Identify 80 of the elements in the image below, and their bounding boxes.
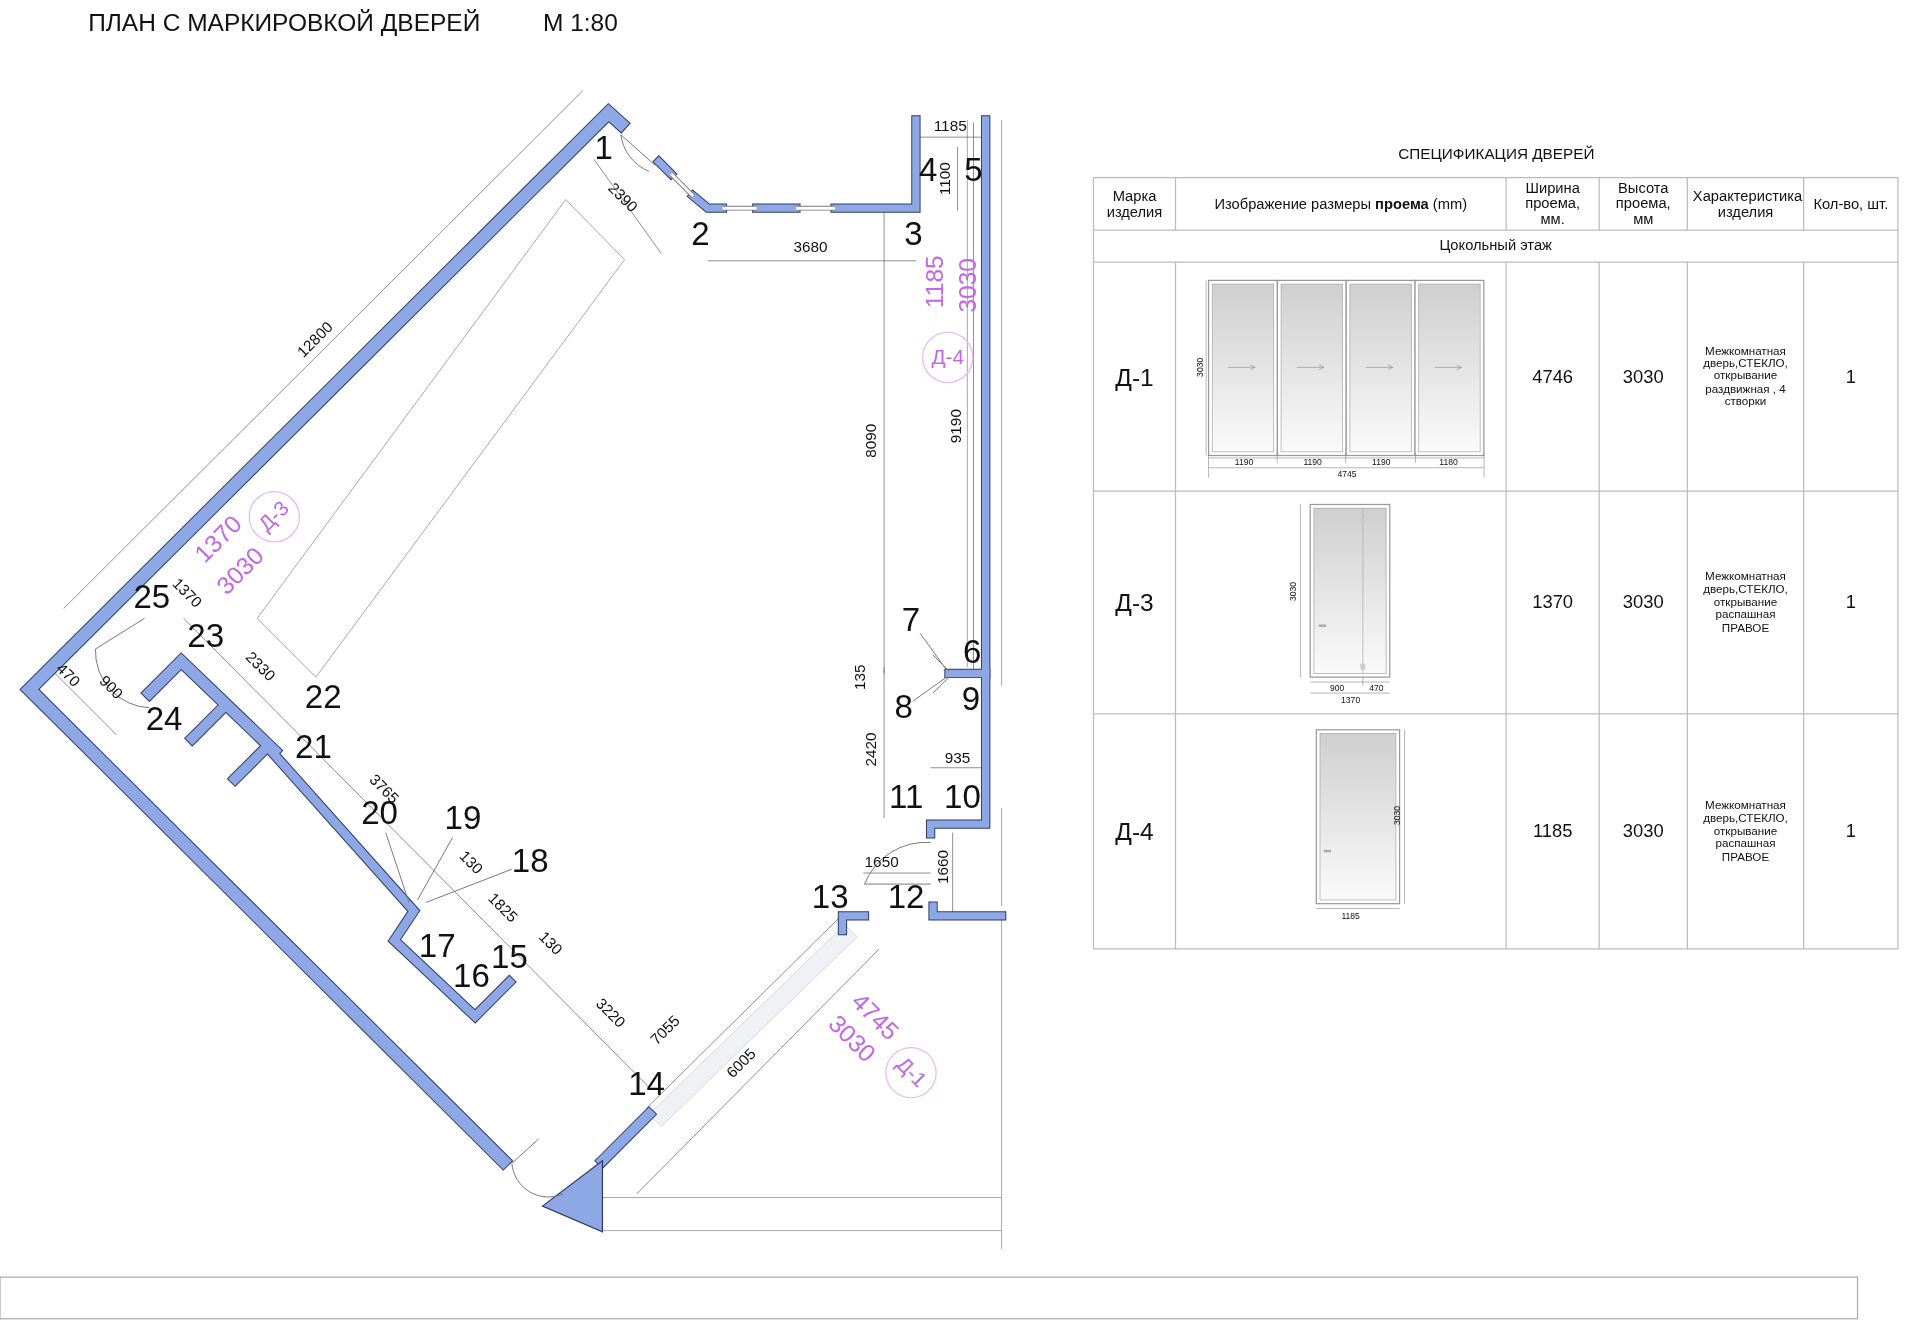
drawing-dimension: 470 (1369, 683, 1384, 693)
callout-number: 23 (187, 618, 225, 655)
callout-number: 25 (133, 579, 171, 616)
dimension-text: 130 (455, 848, 486, 879)
description-text: Межкомнатная дверь,СТЕКЛО, открывание раздвижная , 4 створки (1702, 344, 1789, 409)
callout-number: 6 (963, 634, 982, 671)
dimension-text: 470 (52, 660, 83, 691)
section-heading: Цокольный этаж (1439, 238, 1552, 255)
drawing-dimension: 900 (1330, 683, 1345, 693)
quantity-value: 1 (1845, 366, 1856, 387)
callout-number: 18 (511, 843, 549, 881)
table-value: 1185 (1532, 821, 1573, 842)
callout-number: 11 (888, 780, 924, 817)
drawing-dimension: 1180 (1439, 458, 1458, 468)
table-value: 3030 (1622, 366, 1664, 387)
leader-line (385, 832, 410, 903)
column-header: Кол-во, шт. (1812, 195, 1890, 212)
leader-line (919, 633, 947, 671)
callout-number: 24 (145, 701, 183, 739)
quantity-value: 1 (1845, 592, 1856, 613)
table-value: 3030 (1622, 592, 1664, 613)
door-mark: Д-1 (1115, 363, 1154, 390)
dimension-text: 900 (95, 673, 126, 704)
column-header: Ширина проема, мм. (1524, 179, 1582, 229)
plan-title: ПЛАН С МАРКИРОВКОЙ ДВЕРЕЙ (88, 8, 481, 36)
drawing-dimension: 1370 (1341, 695, 1361, 706)
drawing-dimension: 1190 (1372, 458, 1391, 468)
drawing-dimension: 4745 (1337, 469, 1357, 479)
callout-number: 12 (887, 879, 925, 916)
callout-number: 16 (453, 958, 490, 996)
dimension-text: 3680 (793, 240, 828, 257)
drawing-dimension: 3030 (1392, 805, 1402, 826)
door-mark: Д-3 (1115, 589, 1154, 616)
table-value: 3030 (1622, 821, 1664, 842)
table-value: 4746 (1532, 366, 1574, 387)
dimension-text: 935 (944, 750, 971, 768)
door-size-text: 1185 (920, 255, 948, 308)
callout-number: 14 (628, 1066, 665, 1104)
callout-number: 9 (961, 682, 981, 719)
dimension-text: 1100 (938, 162, 955, 196)
dimension-text: 135 (852, 664, 870, 690)
callout-number: 3 (904, 216, 923, 254)
callout-number: 13 (811, 879, 849, 916)
door-size-text: 3030 (953, 258, 981, 313)
dimension-text: 1650 (864, 854, 899, 872)
callout-number: 2 (691, 216, 710, 254)
drawing-dimension: 3030 (1288, 581, 1298, 601)
dimension-text: 1185 (933, 118, 967, 136)
callout-number: 19 (444, 800, 482, 838)
table-value: 1370 (1532, 592, 1574, 613)
dimension-text: 8090 (863, 423, 881, 458)
quantity-value: 1 (1845, 821, 1856, 842)
callout-number: 15 (491, 939, 528, 976)
drawing-dimension: 3030 (1195, 357, 1205, 377)
description-text: Межкомнатная дверь,СТЕКЛО, открывание распашная ПРАВОЕ (1702, 570, 1789, 635)
column-header: Марка изделия (1105, 187, 1164, 221)
callout-number: 17 (418, 928, 456, 964)
leader-line (425, 868, 513, 903)
door-mark-circle: Д-4 (922, 331, 974, 384)
description-text: Межкомнатная дверь,СТЕКЛО, открывание распашная ПРАВОЕ (1702, 799, 1789, 864)
leader-line (912, 676, 947, 702)
callout-number: 7 (901, 602, 921, 639)
dimension-text: 9190 (949, 409, 966, 444)
drawing-dimension: 1190 (1303, 458, 1322, 468)
scale-label: М 1:80 (542, 8, 618, 36)
dimension-text: 130 (534, 929, 565, 960)
dimension-text: 1660 (935, 849, 953, 884)
callout-number: 22 (304, 679, 342, 717)
callout-number: 21 (295, 730, 332, 767)
door-mark: Д-4 (1115, 817, 1154, 845)
drawing-dimension: 1190 (1234, 458, 1254, 468)
leader-line (417, 837, 454, 901)
callout-number: 10 (944, 780, 981, 817)
callout-number: 8 (894, 689, 913, 726)
column-header: Высота проема, мм (1614, 179, 1672, 229)
callout-number: 1 (594, 131, 613, 168)
drawing-dimension: 1185 (1341, 911, 1360, 921)
table-title: СПЕЦИФИКАЦИЯ ДВЕРЕЙ (1398, 147, 1595, 164)
dimension-text: 2420 (863, 732, 881, 767)
column-header: Изображение размеры проема (mm) (1213, 195, 1469, 212)
